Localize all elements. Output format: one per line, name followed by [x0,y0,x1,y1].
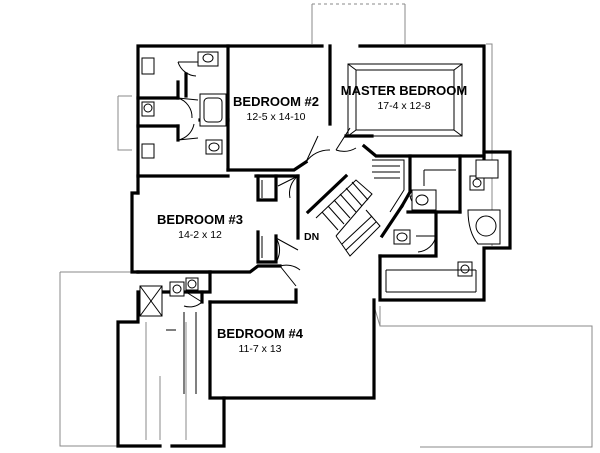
bedroom4-dims: 11-7 x 13 [239,343,282,355]
bedroom3-dims: 14-2 x 12 [178,229,222,241]
doors [177,61,437,308]
staircase [315,159,405,257]
room-labels: BEDROOM #2 12-5 x 14-10 MASTER BEDROOM 1… [157,83,467,355]
bedroom4-name: BEDROOM #4 [217,326,304,341]
bedroom3-name: BEDROOM #3 [157,212,243,227]
closets [166,169,456,394]
bath-fixtures [139,51,501,317]
bedroom2-name: BEDROOM #2 [233,94,319,109]
roof-outline [59,3,593,448]
master-bedroom-dims: 17-4 x 12-8 [377,100,430,112]
interior-walls [136,44,486,304]
bedroom2-dims: 12-5 x 14-10 [247,111,306,123]
stair-down-label: DN [304,231,319,243]
tray-ceiling [347,63,463,137]
master-bedroom-name: MASTER BEDROOM [341,83,467,98]
